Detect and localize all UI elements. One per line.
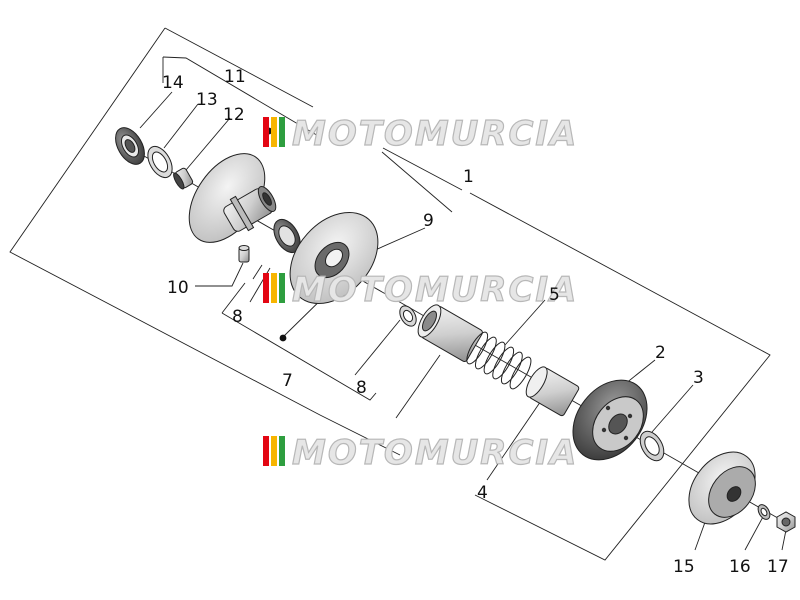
assembly-frame <box>9 27 771 561</box>
part-14-bearing <box>115 127 145 165</box>
part-17-nut <box>776 511 796 533</box>
part-8-bearing <box>273 218 301 254</box>
callout-2: 2 <box>655 343 666 363</box>
subassembly-frame-7 <box>221 264 377 401</box>
watermark-top: MOTOMURCIA <box>263 113 578 155</box>
callout-13: 13 <box>196 90 218 110</box>
watermark-middle: MOTOMURCIA <box>263 269 578 311</box>
callout-11: 11 <box>224 67 246 87</box>
part-13-ring <box>147 145 173 179</box>
subassembly-frame-11 <box>162 56 321 138</box>
callout-14: 14 <box>162 73 184 93</box>
part-4-sleeve <box>417 304 483 362</box>
callout-16: 16 <box>729 557 751 577</box>
callout-12: 12 <box>223 105 245 125</box>
grease-dot <box>279 334 287 342</box>
callout-9: 9 <box>423 211 434 231</box>
part-8-ring <box>399 305 417 327</box>
callout-15: 15 <box>673 557 695 577</box>
part-5-spring <box>466 331 532 390</box>
callout-4: 4 <box>477 483 488 503</box>
part-3-washer <box>639 430 665 462</box>
fixed-pulley-half <box>188 153 277 243</box>
part-10-pin <box>238 245 250 263</box>
callout-8b: 8 <box>356 378 367 398</box>
movable-pulley-half <box>289 211 379 305</box>
callout-3: 3 <box>693 368 704 388</box>
part-15-clutch-bell <box>688 451 756 525</box>
svg-text:MOTOMURCIA: MOTOMURCIA <box>292 270 578 310</box>
callout-5: 5 <box>549 285 560 305</box>
callout-7: 7 <box>282 371 293 391</box>
callout-17: 17 <box>767 557 789 577</box>
callout-10: 10 <box>167 278 189 298</box>
spring-cup <box>525 366 580 417</box>
callout-8a: 8 <box>232 307 243 327</box>
watermark-bottom: MOTOMURCIA <box>263 432 578 474</box>
part-12-bushing <box>173 167 194 190</box>
part-2-clutch <box>572 379 648 461</box>
callout-1: 1 <box>463 167 474 187</box>
svg-text:MOTOMURCIA: MOTOMURCIA <box>292 433 578 473</box>
callout-labels: 1 2 3 4 5 7 8 8 9 10 11 12 13 14 15 16 1… <box>162 67 789 577</box>
svg-text:MOTOMURCIA: MOTOMURCIA <box>292 114 578 154</box>
part-16-washer <box>757 504 771 520</box>
